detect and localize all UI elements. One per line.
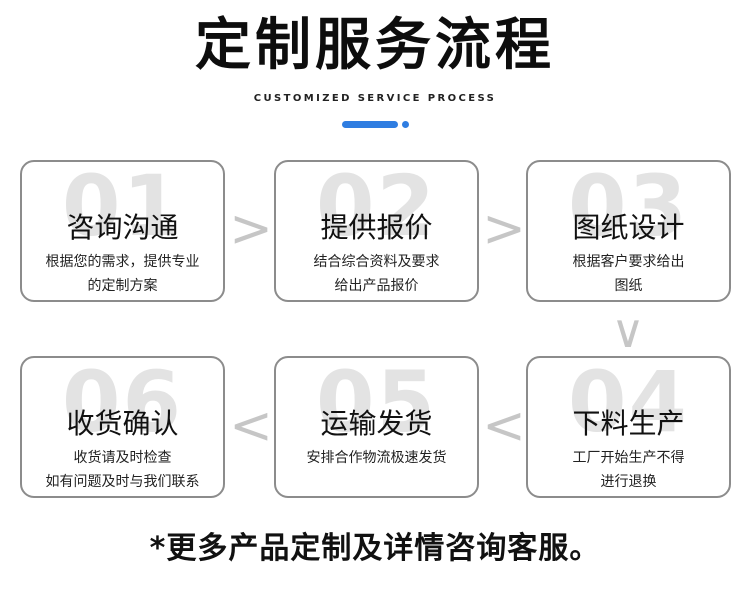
step-number: 02 [316, 160, 437, 255]
step-card-06: 06 收货确认 收货请及时检查 如有问题及时与我们联系 [20, 356, 225, 498]
step-number: 03 [568, 160, 689, 255]
arrow-right-icon: > [482, 199, 526, 259]
step-description: 工厂开始生产不得 进行退换 [534, 446, 723, 494]
arrow-right-icon: > [229, 199, 273, 259]
step-description-line: 给出产品报价 [334, 278, 419, 294]
step-name: 提供报价 [320, 211, 433, 244]
step-card-04: 04 下料生产 工厂开始生产不得 进行退换 [526, 356, 731, 498]
step-description-line: 进行退换 [600, 474, 657, 490]
step-description-line: 图纸 [614, 278, 643, 294]
step-number: 01 [62, 160, 183, 255]
step-number: 06 [62, 356, 183, 451]
step-card-03: 03 图纸设计 根据客户要求给出 图纸 [526, 160, 731, 302]
step-name: 下料生产 [572, 407, 685, 440]
step-number: 05 [316, 356, 437, 451]
step-name: 收货确认 [66, 407, 179, 440]
step-description: 收货请及时检查 如有问题及时与我们联系 [28, 446, 217, 494]
arrow-left-icon: < [229, 396, 273, 456]
step-number: 04 [568, 356, 689, 451]
arrow-left-icon: < [482, 396, 526, 456]
step-description-line: 安排合作物流极速发货 [306, 450, 447, 466]
step-description-line: 根据您的需求，提供专业 [45, 254, 200, 270]
step-description-line: 的定制方案 [87, 278, 158, 294]
step-card-02: 02 提供报价 结合综合资料及要求 给出产品报价 [274, 160, 479, 302]
arrow-down-icon: ∨ [611, 304, 645, 358]
step-description: 结合综合资料及要求 给出产品报价 [282, 250, 471, 298]
step-description-line: 工厂开始生产不得 [572, 450, 685, 466]
step-card-01: 01 咨询沟通 根据您的需求，提供专业 的定制方案 [20, 160, 225, 302]
step-card-05: 05 运输发货 安排合作物流极速发货 [274, 356, 479, 498]
step-name: 咨询沟通 [66, 211, 179, 244]
page-title: 定制服务流程 [195, 13, 555, 78]
step-description: 根据客户要求给出 图纸 [534, 250, 723, 298]
step-name: 图纸设计 [572, 211, 685, 244]
step-description-line: 结合综合资料及要求 [313, 254, 440, 270]
step-description-line: 收货请及时检查 [73, 450, 172, 466]
step-description-line: 如有问题及时与我们联系 [45, 474, 200, 490]
accent-bar [342, 121, 398, 128]
step-description-line: 根据客户要求给出 [572, 254, 685, 270]
accent-dot [402, 121, 409, 128]
step-description: 安排合作物流极速发货 [282, 446, 471, 470]
footer-note: *更多产品定制及详情咨询客服。 [149, 531, 601, 566]
step-name: 运输发货 [320, 407, 433, 440]
page-subtitle: CUSTOMIZED SERVICE PROCESS [253, 93, 497, 104]
step-description: 根据您的需求，提供专业 的定制方案 [28, 250, 217, 298]
